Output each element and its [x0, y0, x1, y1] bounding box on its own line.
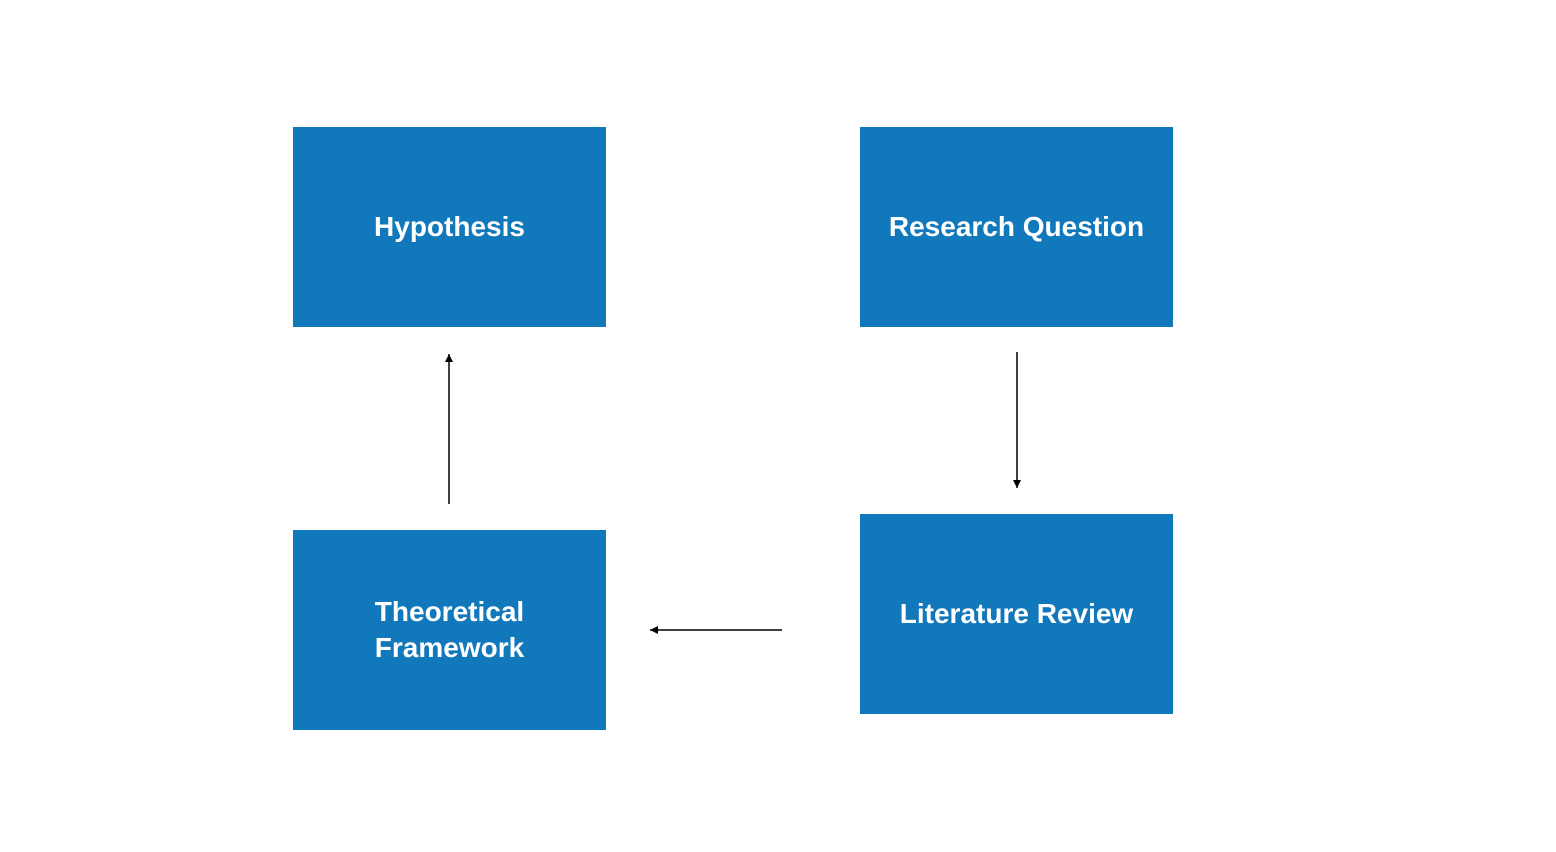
node-research-question: Research Question — [860, 127, 1173, 327]
node-hypothesis: Hypothesis — [293, 127, 606, 327]
node-theoretical-framework: Theoretical Framework — [293, 530, 606, 730]
node-literature-review: Literature Review — [860, 514, 1173, 714]
